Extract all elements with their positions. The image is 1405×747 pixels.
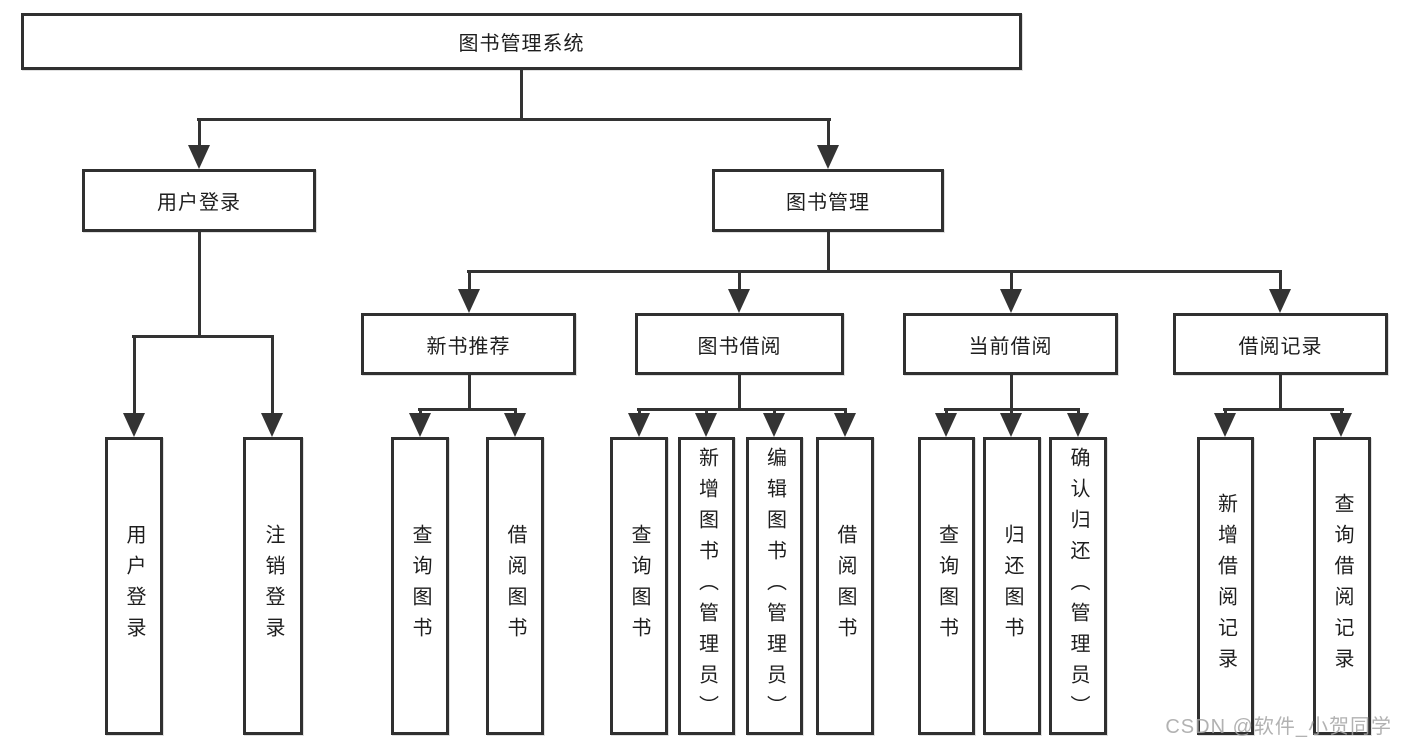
branch-line-borrowing bbox=[637, 408, 847, 411]
leaf-add-books-admin: 新增图书（管理员） bbox=[678, 437, 735, 735]
leaf-add-borrow-record-label: 新增借阅记录 bbox=[1214, 493, 1237, 679]
connector-recommend-stub bbox=[468, 375, 471, 411]
node-root: 图书管理系统 bbox=[21, 13, 1022, 70]
leaf-logout: 注销登录 bbox=[243, 437, 303, 735]
branch-line-userlogin bbox=[132, 335, 274, 338]
leaf-recommend-query-books: 查询图书 bbox=[391, 437, 449, 735]
leaf-query-borrow-record-label: 查询借阅记录 bbox=[1331, 493, 1353, 679]
arrow-down-icon bbox=[1000, 289, 1022, 313]
arrow-shaft bbox=[638, 408, 641, 417]
arrow-down-icon bbox=[1330, 413, 1352, 437]
arrow-shaft bbox=[738, 270, 741, 294]
arrow-down-icon bbox=[834, 413, 856, 437]
arrow-down-icon bbox=[1269, 289, 1291, 313]
arrow-shaft bbox=[827, 118, 830, 150]
leaf-return-books-label: 归还图书 bbox=[1001, 524, 1023, 648]
branch-line-recommend bbox=[418, 408, 517, 411]
node-book-borrowing: 图书借阅 bbox=[635, 313, 844, 375]
node-current-borrowing: 当前借阅 bbox=[903, 313, 1118, 375]
node-book-borrowing-label: 图书借阅 bbox=[697, 335, 782, 358]
leaf-return-books: 归还图书 bbox=[983, 437, 1041, 735]
arrow-shaft bbox=[271, 335, 274, 417]
node-book-management-label: 图书管理 bbox=[786, 192, 870, 214]
arrow-down-icon bbox=[188, 145, 210, 169]
node-borrow-records-label: 借阅记录 bbox=[1238, 335, 1323, 358]
node-root-label: 图书管理系统 bbox=[458, 33, 585, 55]
arrow-shaft bbox=[468, 270, 471, 294]
arrow-shaft bbox=[844, 408, 847, 417]
arrow-down-icon bbox=[458, 289, 480, 313]
leaf-borrowing-query-books-label: 查询图书 bbox=[628, 524, 650, 648]
arrow-shaft bbox=[773, 408, 776, 417]
arrow-shaft bbox=[514, 408, 517, 417]
leaf-user-login: 用户登录 bbox=[105, 437, 163, 735]
arrow-down-icon bbox=[763, 413, 785, 437]
node-borrow-records: 借阅记录 bbox=[1173, 313, 1388, 375]
leaf-current-query-books: 查询图书 bbox=[918, 437, 975, 735]
leaf-recommend-borrow-books-label: 借阅图书 bbox=[504, 524, 526, 648]
leaf-current-query-books-label: 查询图书 bbox=[935, 524, 958, 648]
leaf-recommend-borrow-books: 借阅图书 bbox=[486, 437, 544, 735]
leaf-borrowing-borrow-books: 借阅图书 bbox=[816, 437, 874, 735]
arrow-down-icon bbox=[935, 413, 957, 437]
node-new-book-recommend: 新书推荐 bbox=[361, 313, 576, 375]
arrow-shaft bbox=[1224, 408, 1227, 417]
arrow-shaft bbox=[705, 408, 708, 417]
arrow-shaft bbox=[198, 118, 201, 150]
arrow-shaft bbox=[1279, 270, 1282, 294]
leaf-confirm-return-admin-label: 确认归还（管理员） bbox=[1067, 446, 1089, 726]
node-user-login: 用户登录 bbox=[82, 169, 316, 232]
arrow-shaft bbox=[1077, 408, 1080, 417]
leaf-query-borrow-record: 查询借阅记录 bbox=[1313, 437, 1371, 735]
arrow-down-icon bbox=[1067, 413, 1089, 437]
connector-userlogin-stub bbox=[198, 231, 201, 337]
leaf-confirm-return-admin: 确认归还（管理员） bbox=[1049, 437, 1107, 735]
connector-records-stub bbox=[1279, 375, 1282, 411]
arrow-down-icon bbox=[1214, 413, 1236, 437]
arrow-down-icon bbox=[695, 413, 717, 437]
arrow-shaft bbox=[1010, 408, 1013, 417]
leaf-borrowing-query-books: 查询图书 bbox=[610, 437, 668, 735]
leaf-add-borrow-record: 新增借阅记录 bbox=[1197, 437, 1254, 735]
leaf-borrowing-borrow-books-label: 借阅图书 bbox=[834, 524, 856, 648]
branch-line-records bbox=[1223, 408, 1344, 411]
csdn-watermark: CSDN @软件_小贺同学 bbox=[1165, 716, 1392, 738]
node-book-management: 图书管理 bbox=[712, 169, 944, 232]
arrow-shaft bbox=[419, 408, 422, 417]
arrow-shaft bbox=[945, 408, 948, 417]
connector-borrowing-stub bbox=[738, 375, 741, 411]
leaf-add-books-admin-label: 新增图书（管理员） bbox=[695, 446, 718, 726]
leaf-logout-label: 注销登录 bbox=[262, 524, 284, 648]
branch-line-bookmgmt bbox=[467, 270, 1282, 273]
arrow-down-icon bbox=[504, 413, 526, 437]
leaf-edit-books-admin: 编辑图书（管理员） bbox=[746, 437, 803, 735]
node-user-login-label: 用户登录 bbox=[157, 192, 241, 214]
leaf-edit-books-admin-label: 编辑图书（管理员） bbox=[763, 446, 786, 726]
branch-line-level2 bbox=[197, 118, 831, 121]
arrow-shaft bbox=[133, 335, 136, 417]
arrow-down-icon bbox=[728, 289, 750, 313]
leaf-recommend-query-books-label: 查询图书 bbox=[409, 524, 431, 648]
arrow-down-icon bbox=[409, 413, 431, 437]
node-current-borrowing-label: 当前借阅 bbox=[968, 335, 1053, 358]
arrow-shaft bbox=[1010, 270, 1013, 294]
connector-bookmgmt-stub bbox=[827, 231, 830, 272]
arrow-down-icon bbox=[261, 413, 283, 437]
connector-root-stub bbox=[520, 69, 523, 121]
arrow-down-icon bbox=[1000, 413, 1022, 437]
leaf-user-login-label: 用户登录 bbox=[123, 524, 145, 648]
node-new-book-recommend-label: 新书推荐 bbox=[426, 335, 511, 358]
arrow-down-icon bbox=[817, 145, 839, 169]
arrow-down-icon bbox=[123, 413, 145, 437]
arrow-shaft bbox=[1340, 408, 1343, 417]
arrow-down-icon bbox=[628, 413, 650, 437]
connector-current-stub bbox=[1010, 375, 1013, 411]
